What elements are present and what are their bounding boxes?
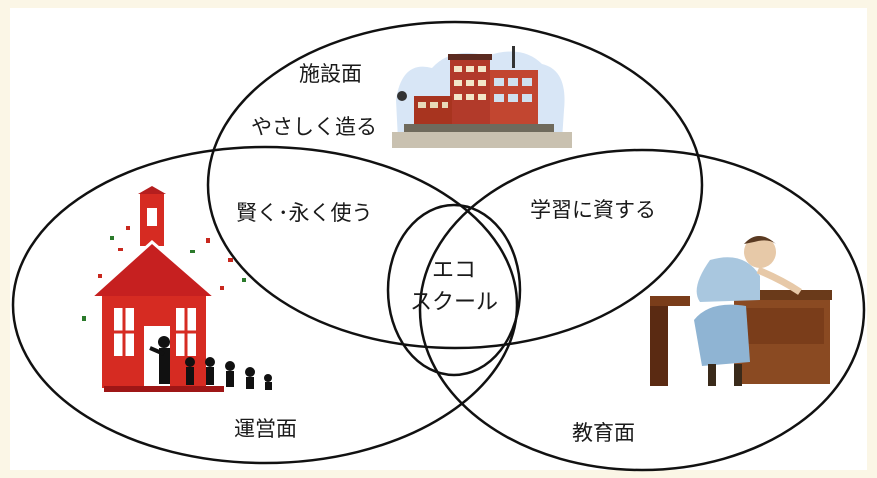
facility-education-overlap-label: 学習に資する <box>530 198 656 222</box>
facility-operation-overlap-label: 賢く･永く使う <box>236 201 373 225</box>
facility-title: 施設面 <box>299 62 362 86</box>
student-at-desk-icon <box>650 236 832 386</box>
center-label: エコ スクール <box>398 255 510 319</box>
center-ellipse <box>386 203 522 377</box>
center-label-line1: エコ <box>431 258 476 283</box>
facility-subtitle: やさしく造る <box>251 115 377 139</box>
modern-school-building-icon <box>392 46 572 148</box>
operation-title: 運営面 <box>234 417 297 441</box>
education-title: 教育面 <box>572 421 635 445</box>
education-circle <box>418 148 866 472</box>
facility-circle <box>206 20 704 350</box>
red-schoolhouse-with-children-icon <box>82 186 272 392</box>
center-label-line2: スクール <box>409 289 498 315</box>
operation-circle <box>11 145 519 465</box>
